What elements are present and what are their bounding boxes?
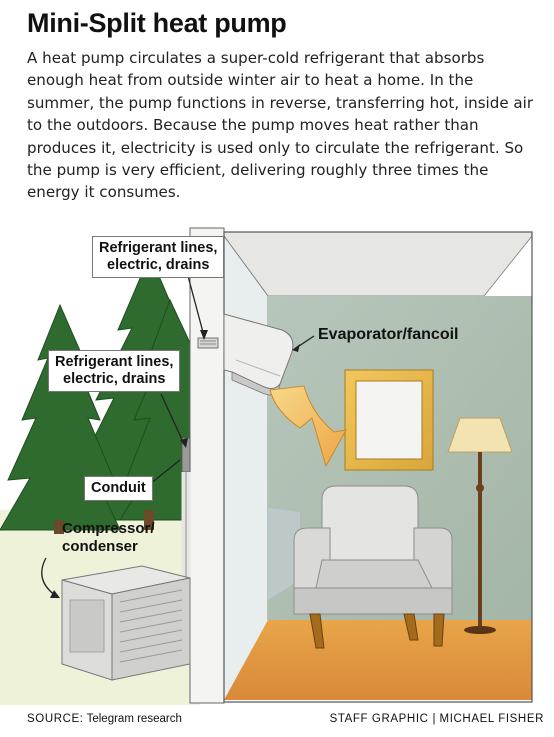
label-line: electric, drains — [107, 257, 210, 273]
label-evaporator: Evaporator/fancoil — [318, 326, 459, 343]
staff-label: STAFF GRAPHIC — [329, 713, 429, 725]
label-line: electric, drains — [63, 371, 166, 387]
label-lines-outdoor: Refrigerant lines, electric, drains — [48, 350, 181, 392]
intro-line: summer, the pump functions in reverse, t… — [27, 93, 534, 112]
leader-arrowheads — [50, 330, 300, 598]
label-compressor: Compressor/ condenser — [62, 520, 155, 556]
intro-line: to the outdoors. Because the pump moves … — [27, 116, 479, 135]
picture-frame — [344, 369, 434, 471]
airflow-arrow — [269, 385, 347, 468]
room — [223, 231, 533, 703]
intro-line: enough heat from outside winter air to h… — [27, 71, 474, 90]
divider: | — [432, 713, 436, 725]
artist-name: MICHAEL FISHER — [439, 713, 544, 725]
leader-lines — [41, 275, 315, 597]
page-title: Mini-Split heat pump — [27, 8, 287, 38]
armchair — [293, 485, 453, 649]
label-line: Refrigerant lines, — [55, 354, 174, 370]
exterior-wall — [189, 227, 225, 704]
intro-line: the pump is very efficient, delivering r… — [27, 161, 489, 180]
wall-vent — [197, 337, 219, 349]
intro-line: produces it, electricity is used only to… — [27, 138, 524, 157]
label-lines-indoor: Refrigerant lines, electric, drains — [92, 236, 225, 278]
source-label: SOURCE: — [27, 713, 84, 725]
floor-lamp — [447, 417, 513, 634]
tree-trunks — [54, 510, 154, 534]
compressor-unit — [61, 565, 191, 681]
intro-line: energy it consumes. — [27, 183, 181, 202]
label-line: Refrigerant lines, — [99, 240, 218, 256]
label-line: condenser — [62, 538, 138, 555]
label-conduit: Conduit — [84, 476, 153, 501]
staff-credit: STAFF GRAPHIC|MICHAEL FISHER — [330, 713, 544, 725]
evaporator-unit — [223, 313, 294, 396]
intro-line: A heat pump circulates a super-cold refr… — [27, 49, 485, 67]
source-credit: SOURCE: Telegram research — [27, 713, 182, 725]
source-value: Telegram research — [86, 713, 182, 725]
intro-text: A heat pump circulates a super-cold refr… — [27, 47, 547, 204]
label-line: Compressor/ — [62, 520, 155, 537]
